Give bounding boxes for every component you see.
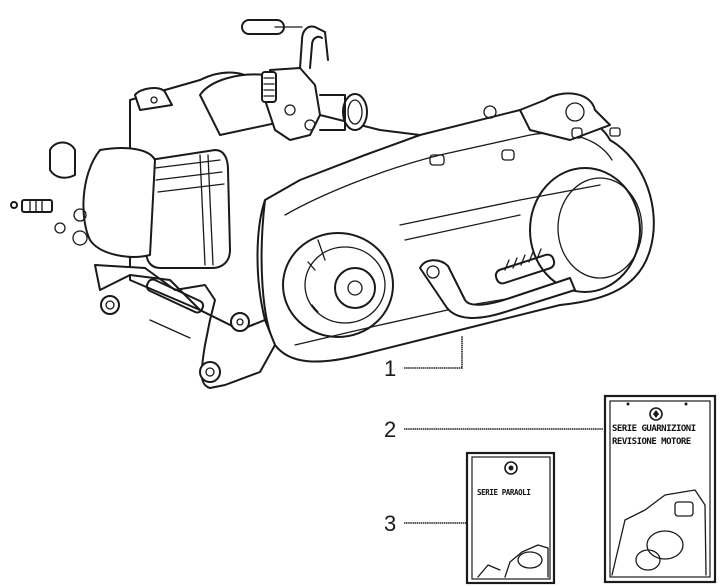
kick-start-lever [419,259,576,319]
callout-3: 3 [384,511,397,536]
brand-logo-icon [649,407,663,421]
oil-seal-illustration [504,544,549,578]
oil-seal-kit-card [465,451,556,585]
rear-pulley-cover [529,167,641,293]
gasket-kit-illustration [611,489,707,576]
fuel-hose [299,25,329,69]
variator-housing [282,232,394,338]
variator-hub [334,267,376,309]
kick-pedal [494,253,556,285]
callout-2: 2 [384,417,397,442]
cylinder-head [82,147,156,258]
gasket-kit-title-line2: REVISIONE MOTORE [612,437,691,447]
mount-spacer [145,278,205,314]
air-intake-port [342,93,368,131]
brand-logo-icon [504,461,518,475]
engine-assembly [10,19,655,389]
gasket-kit-card [603,394,717,584]
spark-plug [10,199,53,213]
engine-mount [94,264,276,389]
leader-line-1 [404,336,463,369]
callout-1: 1 [384,356,397,381]
carburetor [261,67,368,141]
oil-seal-kit-title: SERIE PARAOLI [477,488,531,497]
gasket-kit-title-line1: SERIE GUARNIZIONI [612,424,696,434]
